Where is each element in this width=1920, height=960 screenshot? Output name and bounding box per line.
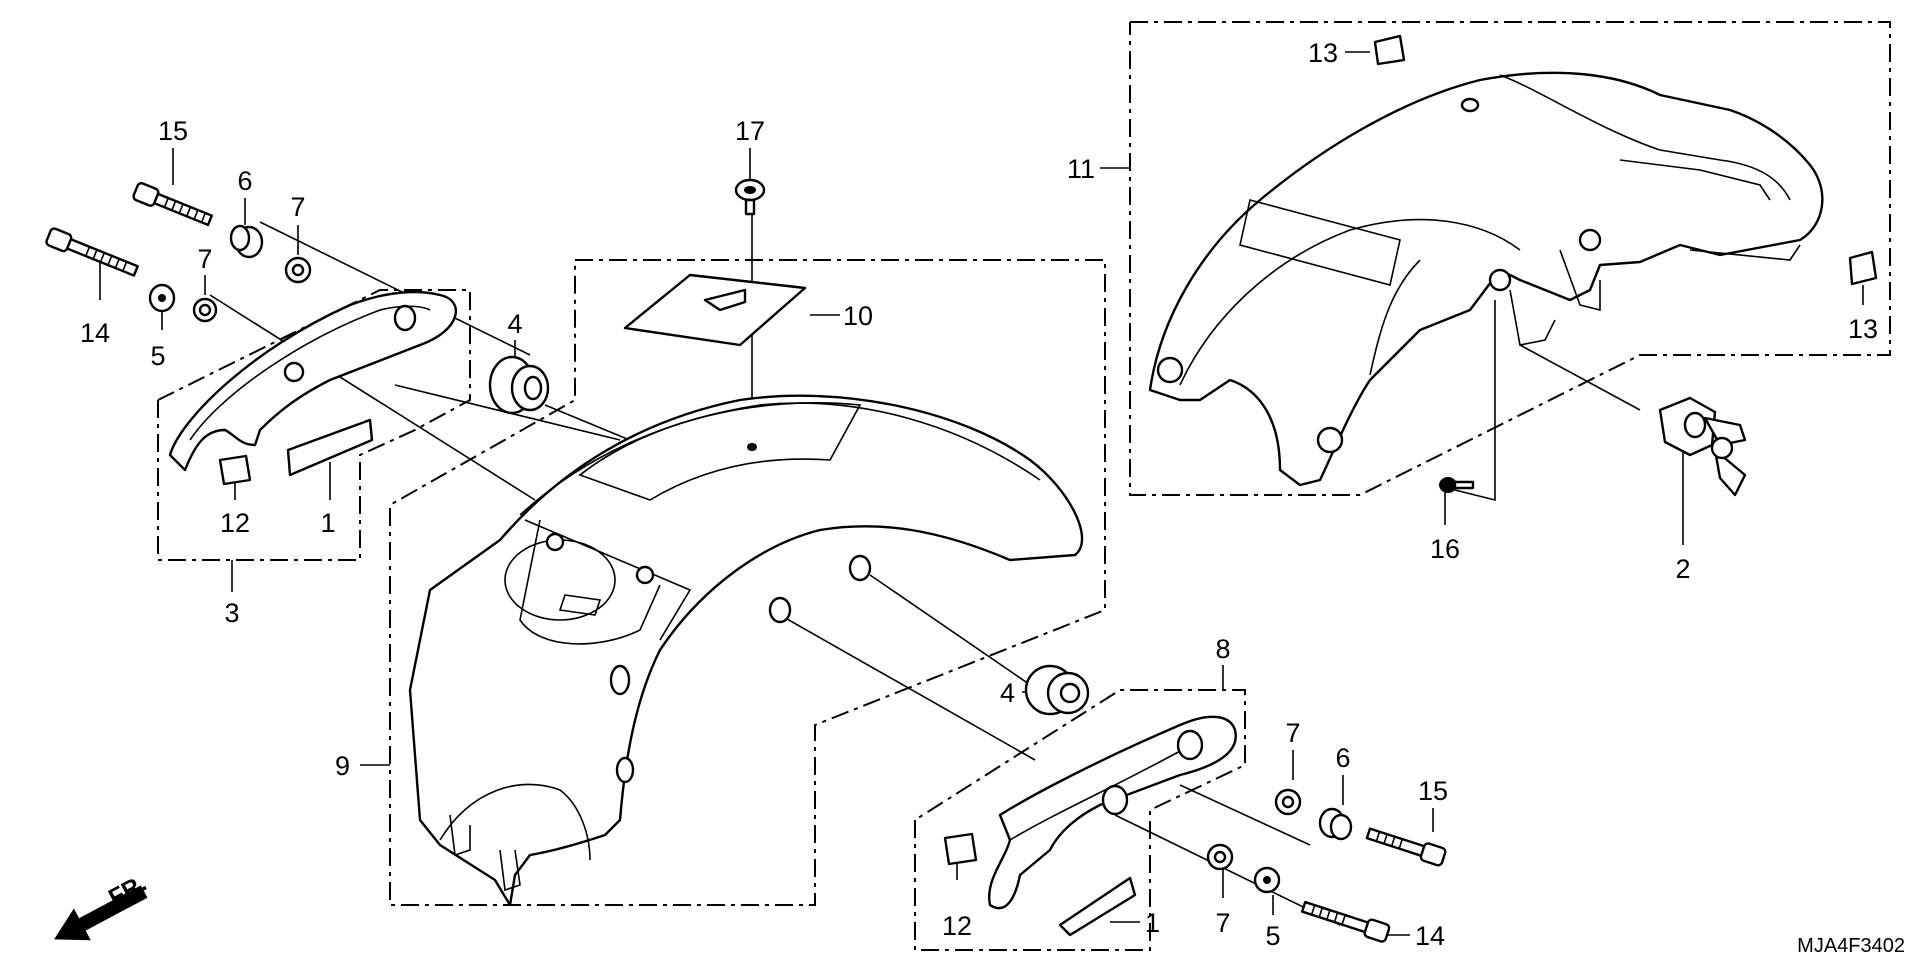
washer-7-right-bottom — [1206, 843, 1234, 871]
screw-16 — [1439, 477, 1475, 493]
callout-8: 8 — [1215, 634, 1230, 664]
washer-7-left-top — [284, 256, 312, 284]
callout-4-bottom: 4 — [1000, 678, 1015, 708]
bolt-15-right — [1365, 827, 1447, 867]
collar-6-left — [229, 224, 264, 259]
callout-13-right: 13 — [1848, 314, 1878, 344]
callout-10: 10 — [843, 301, 873, 331]
washer-7-left-mid — [192, 297, 218, 323]
callout-5-right: 5 — [1265, 921, 1280, 951]
pad-13-top — [1373, 34, 1406, 66]
callout-1-left: 1 — [320, 508, 335, 538]
group-outlines — [157, 21, 1891, 951]
pad-12-right — [943, 832, 978, 866]
callout-6-right: 6 — [1335, 743, 1350, 773]
lock-2 — [1658, 396, 1747, 497]
group-outline-9 — [389, 259, 1106, 906]
front-direction-arrow — [54, 885, 148, 941]
pad-13-right — [1848, 250, 1878, 286]
pad-10 — [623, 273, 807, 347]
callout-14-left: 14 — [80, 318, 110, 348]
bolt-15-left — [132, 181, 213, 227]
pad-12-left — [218, 454, 252, 486]
callout-15-left: 15 — [158, 116, 188, 146]
tape-1-right — [1058, 876, 1137, 937]
tape-1-left — [286, 418, 374, 477]
assembly-lines — [209, 210, 1641, 926]
callout-7-right-top: 7 — [1285, 718, 1300, 748]
callout-16: 16 — [1430, 534, 1460, 564]
callout-7-left-mid: 7 — [197, 244, 212, 274]
callout-2: 2 — [1675, 554, 1690, 584]
inner-fender-11 — [1148, 71, 1824, 487]
collar-6-right — [1318, 807, 1353, 841]
callout-14-right: 14 — [1415, 921, 1445, 951]
bracket-8-right — [988, 715, 1237, 910]
bolt-14-left — [45, 227, 139, 277]
rear-fender-9 — [408, 394, 1084, 907]
drawing-code: MJA4F3402 — [1797, 935, 1905, 957]
callout-9: 9 — [335, 751, 350, 781]
grommet-4-top — [488, 355, 550, 415]
washer-7-right-top — [1274, 788, 1302, 816]
callout-4-top: 4 — [507, 309, 522, 339]
callout-17: 17 — [735, 116, 765, 146]
washer-5-left — [148, 283, 176, 313]
callout-12-right: 12 — [942, 911, 972, 941]
washer-5-right — [1253, 866, 1281, 894]
callout-5-left: 5 — [150, 341, 165, 371]
callout-7-right-bottom: 7 — [1215, 908, 1230, 938]
group-outline-3 — [157, 289, 471, 561]
group-outline-11 — [1129, 21, 1891, 496]
callout-labels: 15 6 7 7 14 5 12 1 3 4 17 10 9 11 13 13 … — [80, 38, 1878, 951]
callout-6-left: 6 — [237, 166, 252, 196]
callout-ticks — [99, 51, 1864, 936]
callout-13-top: 13 — [1308, 38, 1338, 68]
callout-15-right: 15 — [1418, 776, 1448, 806]
group-outline-8 — [914, 689, 1246, 951]
callout-1-right: 1 — [1145, 908, 1160, 938]
clip-17 — [734, 178, 766, 216]
callout-7-left-top: 7 — [290, 192, 305, 222]
bracket-3-left — [168, 290, 457, 472]
grommet-4-bottom — [1024, 664, 1090, 716]
callout-11: 11 — [1067, 154, 1095, 184]
callout-12-left: 12 — [220, 508, 250, 538]
bolt-14-right — [1300, 900, 1391, 943]
callout-3: 3 — [224, 598, 239, 628]
